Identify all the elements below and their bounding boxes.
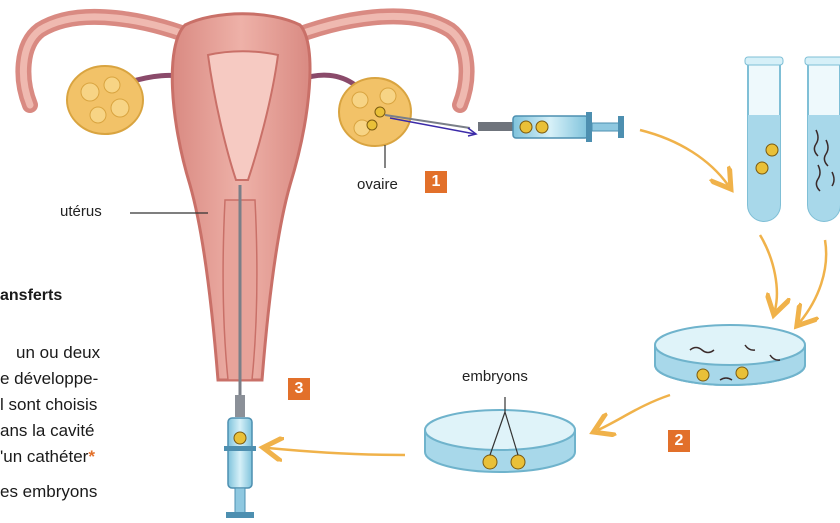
side-text-line: un ou deux xyxy=(16,343,100,363)
process-arrows xyxy=(268,130,826,455)
uterus-label: utérus xyxy=(60,203,102,220)
side-text-line: es embryons xyxy=(0,482,97,502)
transfer-syringe xyxy=(224,418,256,518)
embryos-label: embryons xyxy=(462,368,528,385)
side-text-line: e développe- xyxy=(0,369,98,389)
step-badge-1: 1 xyxy=(425,171,447,193)
embryo xyxy=(511,455,525,469)
fertilization-dish xyxy=(655,325,805,385)
side-text-line: ans la cavité xyxy=(0,421,95,441)
step-badge-3: 3 xyxy=(288,378,310,400)
embryo xyxy=(483,455,497,469)
ovary-left xyxy=(67,66,143,134)
ovary-right xyxy=(339,78,411,146)
embryo-dish xyxy=(425,410,575,472)
asterisk: * xyxy=(88,447,95,466)
side-heading: ansferts xyxy=(0,287,62,305)
oocyte xyxy=(375,107,385,117)
test-tube-sperm xyxy=(805,57,840,221)
side-text-line: 'un cathéter* xyxy=(0,447,95,467)
side-text-line: l sont choisis xyxy=(0,395,97,415)
step-badge-2: 2 xyxy=(668,430,690,452)
oocyte xyxy=(367,120,377,130)
ovary-label: ovaire xyxy=(357,176,398,193)
retrieval-syringe xyxy=(385,112,624,142)
test-tube-oocytes xyxy=(745,57,783,221)
